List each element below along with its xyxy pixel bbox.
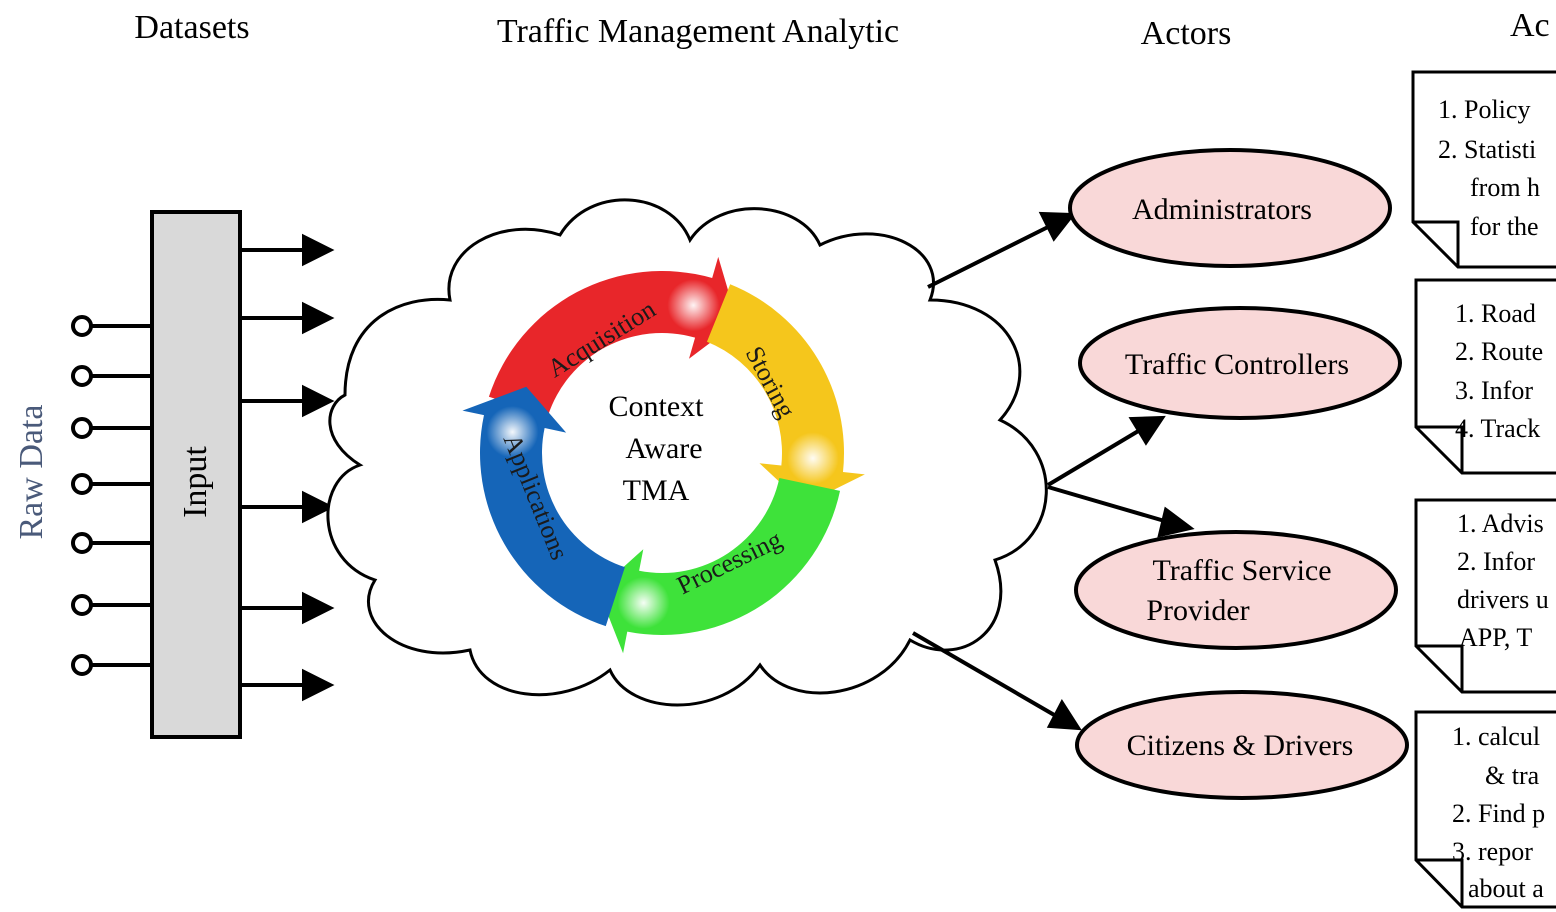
activity-notes [1411, 70, 1556, 909]
actor-traffic-service-provider-label-1: Traffic Service [1152, 554, 1331, 587]
actor-traffic-controllers [1078, 306, 1402, 420]
note-traffic-service-provider [1414, 498, 1556, 694]
note-2-line-3: 3. Infor [1455, 376, 1533, 405]
cycle-center-line-2: Aware [625, 432, 702, 465]
note-2-line-4: 4. Track [1455, 414, 1540, 443]
note-1-line-2: 2. Statisti [1438, 135, 1536, 164]
actor-citizens-drivers [1075, 690, 1409, 800]
header-actors: Actors [1141, 15, 1232, 52]
actor-administrators-label: Administrators [1132, 193, 1312, 226]
note-2-line-2: 2. Route [1455, 337, 1543, 366]
note-1-line-4: for the [1470, 212, 1539, 241]
note-1-line-1: 1. Policy [1438, 95, 1530, 124]
cycle-center-line-1: Context [609, 390, 705, 423]
actor-citizens-drivers-label: Citizens & Drivers [1127, 729, 1354, 762]
note-3-line-1: 1. Advis [1457, 509, 1544, 538]
note-1-line-3: from h [1470, 173, 1540, 202]
header-traffic-management-analytic: Traffic Management Analytic [497, 13, 899, 50]
stage-processing-arc-highlight [617, 576, 670, 629]
note-4-line-2: & tra [1485, 761, 1540, 790]
actor-traffic-service-provider-label-2: Provider [1146, 594, 1249, 627]
actor-administrators [1068, 148, 1392, 268]
input-box [150, 210, 242, 739]
note-2-line-1: 1. Road [1455, 299, 1536, 328]
actors: Administrators Traffic Controllers Traff… [1068, 148, 1409, 800]
raw-data-pins [71, 315, 152, 676]
note-4-line-4: 3. repor [1452, 837, 1533, 866]
note-3-line-4: APP, T [1459, 623, 1532, 652]
note-4-line-3: 2. Find p [1452, 799, 1545, 828]
note-4-line-1: 1. calcul [1452, 722, 1540, 751]
tma-cycle [462, 256, 865, 654]
raw-data-label: Raw Data [13, 404, 50, 539]
stage-applications-arc-highlight [486, 405, 539, 458]
input-label: Input [177, 446, 214, 518]
cycle-center-line-3: TMA [623, 474, 690, 507]
note-4-line-5: about a [1468, 874, 1544, 903]
header-datasets: Datasets [134, 9, 249, 46]
note-citizens-drivers [1414, 710, 1556, 909]
input-output-arrows [240, 233, 335, 702]
analytic-cloud [326, 198, 1048, 707]
actor-traffic-controllers-label: Traffic Controllers [1125, 348, 1349, 381]
note-administrators [1411, 70, 1556, 269]
stage-storing-arc-highlight [786, 432, 839, 485]
note-3-line-2: 2. Infor [1457, 547, 1535, 576]
header-activities: Ac [1510, 7, 1550, 44]
note-traffic-controllers [1414, 278, 1556, 475]
actor-traffic-service-provider [1074, 530, 1398, 650]
cloud-to-actor-arrows [911, 211, 1195, 731]
note-3-line-3: drivers u [1457, 585, 1549, 614]
stage-acquisition-arc-highlight [667, 279, 720, 332]
